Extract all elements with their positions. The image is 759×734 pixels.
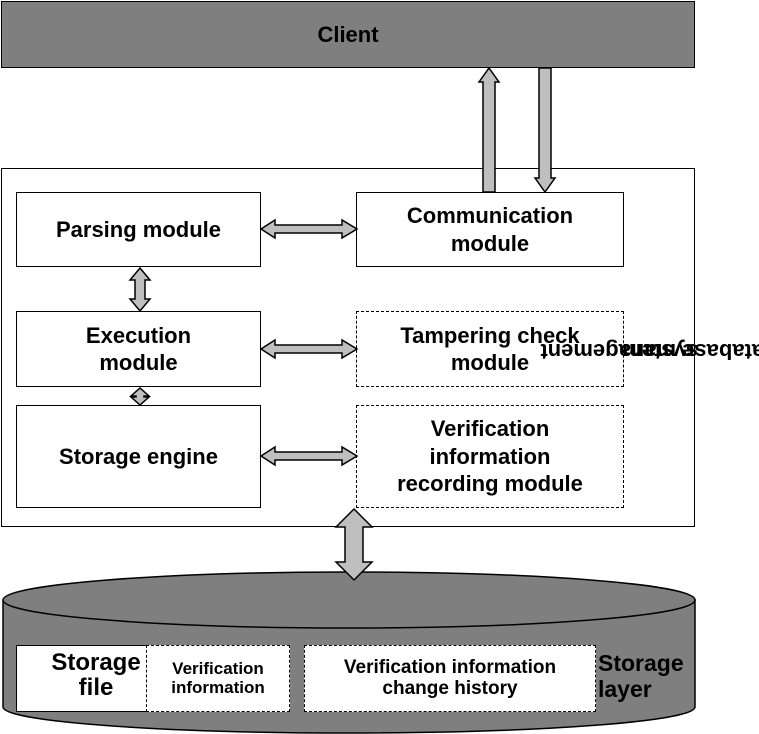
storage-engine: Storage engine — [16, 405, 261, 508]
storage-layer-label-line1: Storage — [598, 650, 684, 676]
verification-information-label-line2: information — [171, 677, 265, 697]
execution-module-label-line1: Execution — [85, 322, 192, 348]
parsing-module: Parsing module — [16, 192, 261, 267]
dbms-label: Database management system — [540, 210, 759, 492]
verification-information-box: Verification information — [146, 645, 290, 712]
tampering-module-label-line1: Tampering check — [400, 322, 580, 348]
change-history-box: Verification information change history — [304, 645, 596, 712]
storage-layer-label: Storage layer — [598, 650, 684, 703]
parsing-module-label: Parsing module — [55, 216, 222, 242]
verification-module-label-line1: Verification — [430, 416, 550, 442]
communication-module-label-line1: Communication — [406, 203, 574, 228]
storage-file-label-line2: file — [78, 674, 114, 702]
change-history-label-line2: change history — [382, 677, 518, 699]
storage-engine-label: Storage engine — [59, 443, 218, 469]
execution-module: Execution module — [16, 311, 261, 387]
communication-module: Communication module — [356, 192, 624, 267]
tampering-check-module: Tampering check module — [356, 311, 624, 387]
verification-recording-module: Verification information recording modul… — [356, 405, 624, 508]
client-box: Client — [1, 1, 695, 68]
dbms-label-line2: system — [622, 339, 698, 365]
tampering-module-label-line2: module — [450, 350, 530, 375]
change-history-label-line1: Verification information — [343, 656, 557, 678]
storage-file-label-line1: Storage — [51, 649, 141, 676]
verification-module-label-line2: information — [429, 443, 551, 469]
communication-module-label-line2: module — [450, 230, 530, 256]
client-label: Client — [317, 21, 379, 47]
storage-file-label: Storage file — [40, 650, 152, 700]
verification-module-label-line3: recording module — [397, 471, 583, 497]
verification-information-label-line1: Verification — [172, 658, 264, 678]
storage-layer-label-line2: layer — [598, 676, 652, 703]
execution-module-label-line2: module — [99, 350, 178, 375]
